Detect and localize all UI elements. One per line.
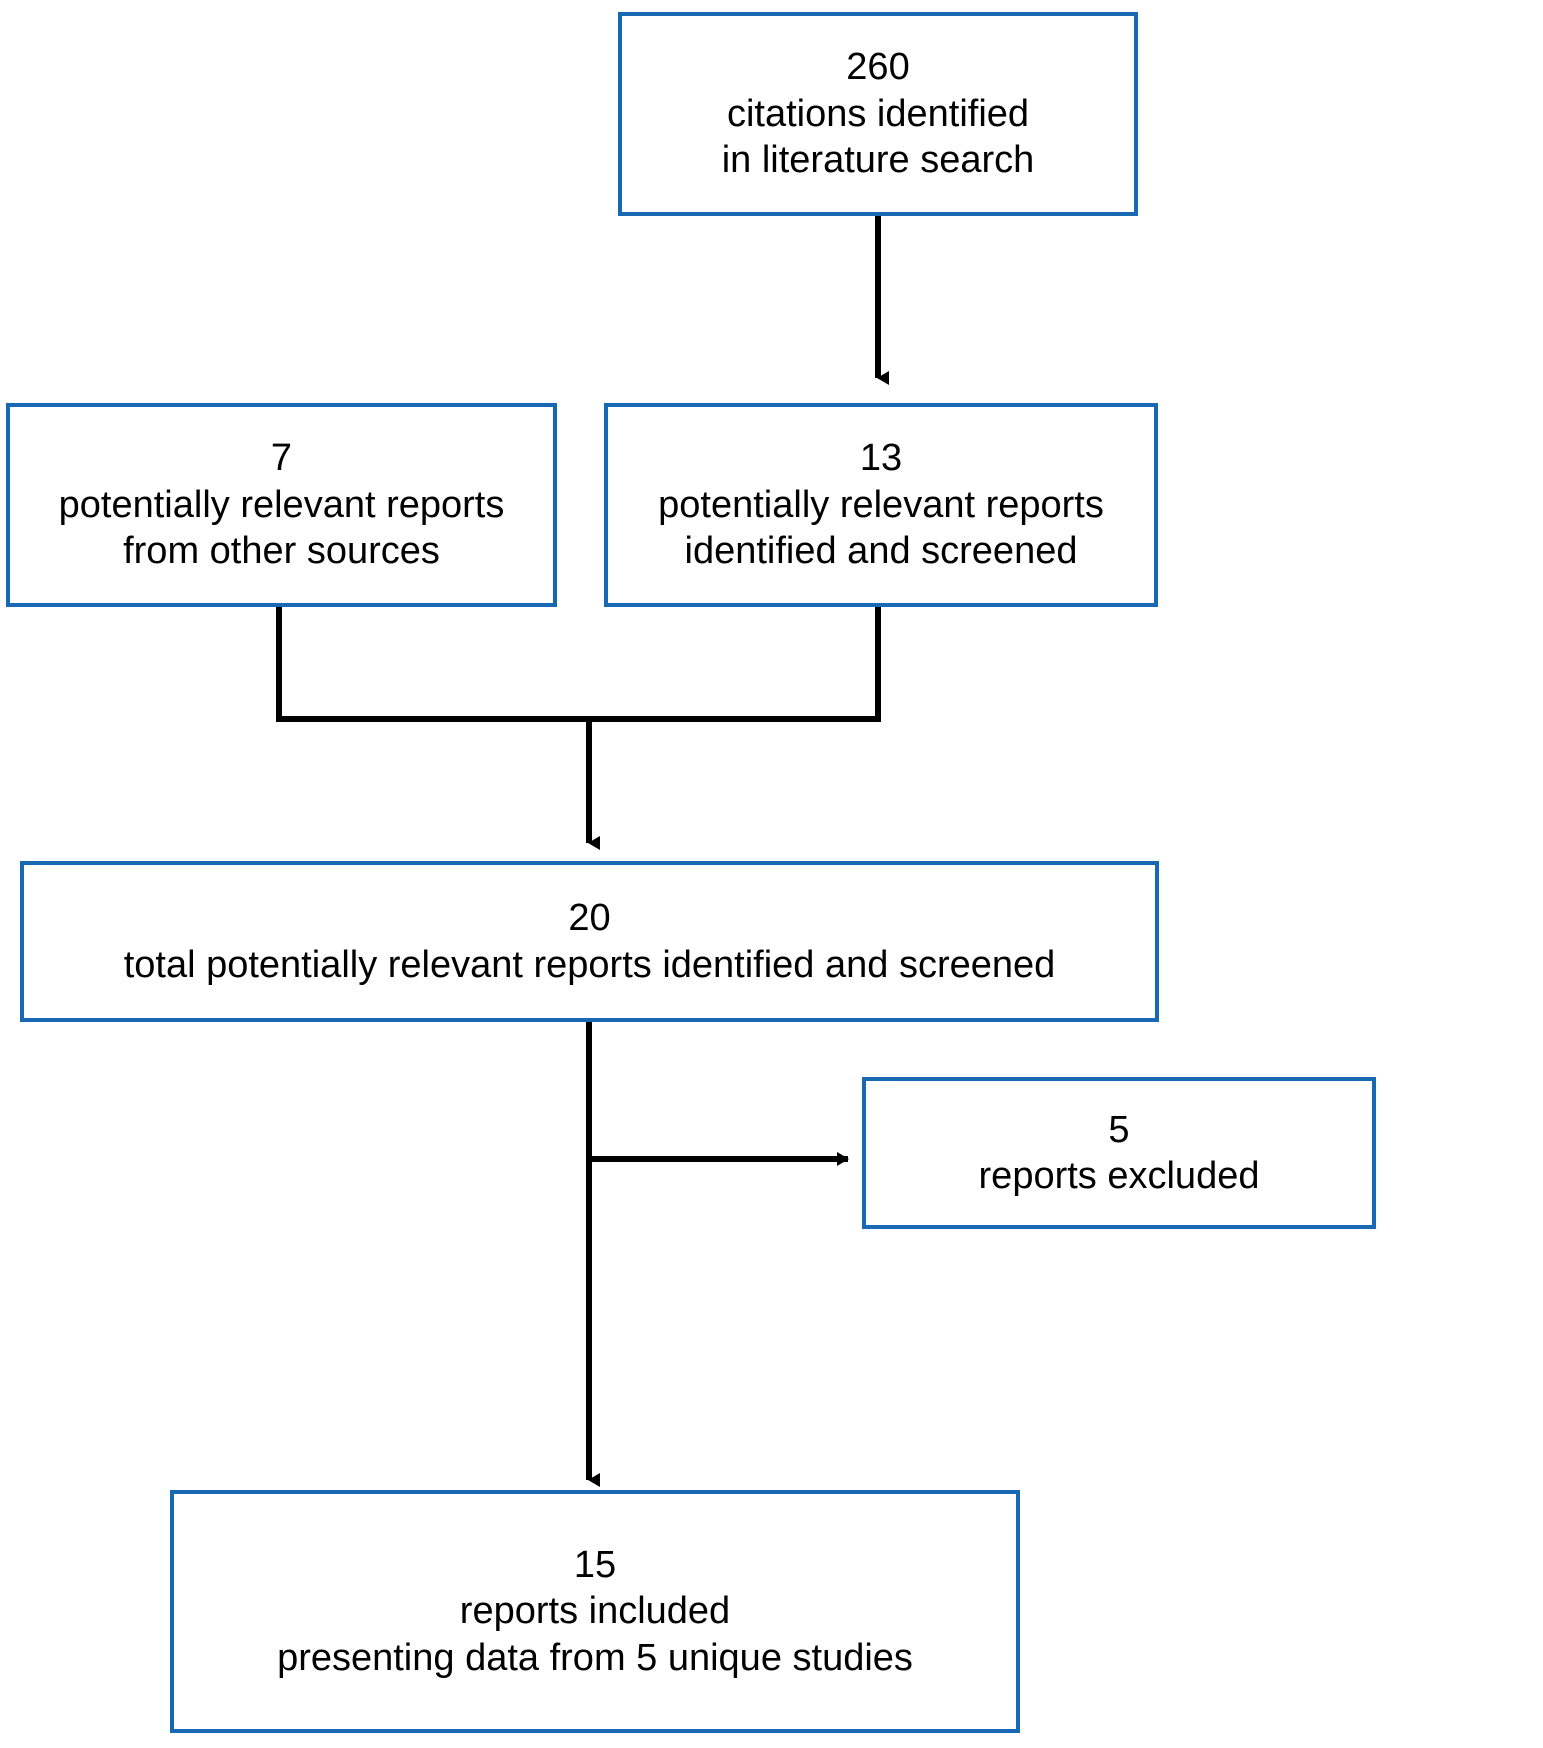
node-screened-line1: potentially relevant reports [658,483,1104,526]
node-total-screened[interactable]: 20 total potentially relevant reports id… [20,861,1159,1022]
node-included[interactable]: 15 reports included presenting data from… [170,1490,1020,1733]
node-total-screened-line1: total potentially relevant reports ident… [123,943,1056,986]
node-citations-identified-line2: in literature search [721,139,1035,182]
node-screened[interactable]: 13 potentially relevant reports identifi… [604,403,1158,607]
node-other-sources-count: 7 [270,437,293,480]
node-citations-identified-line1: citations identified [726,92,1030,135]
node-included-line2: presenting data from 5 unique studies [277,1636,913,1679]
node-included-count: 15 [573,1543,617,1586]
node-other-sources-line1: potentially relevant reports [58,483,505,526]
node-included-line1: reports included [459,1590,731,1633]
node-excluded-count: 5 [1108,1108,1130,1151]
node-citations-identified-count: 260 [846,46,910,89]
node-screened-count: 13 [859,437,903,480]
node-other-sources[interactable]: 7 potentially relevant reports from othe… [6,403,557,607]
node-screened-line2: identified and screened [684,530,1078,573]
node-excluded[interactable]: 5 reports excluded [862,1077,1376,1229]
node-other-sources-line2: from other sources [123,530,440,573]
node-total-screened-count: 20 [568,897,611,940]
node-excluded-line1: reports excluded [978,1155,1260,1197]
node-citations-identified[interactable]: 260 citations identified in literature s… [618,12,1138,216]
